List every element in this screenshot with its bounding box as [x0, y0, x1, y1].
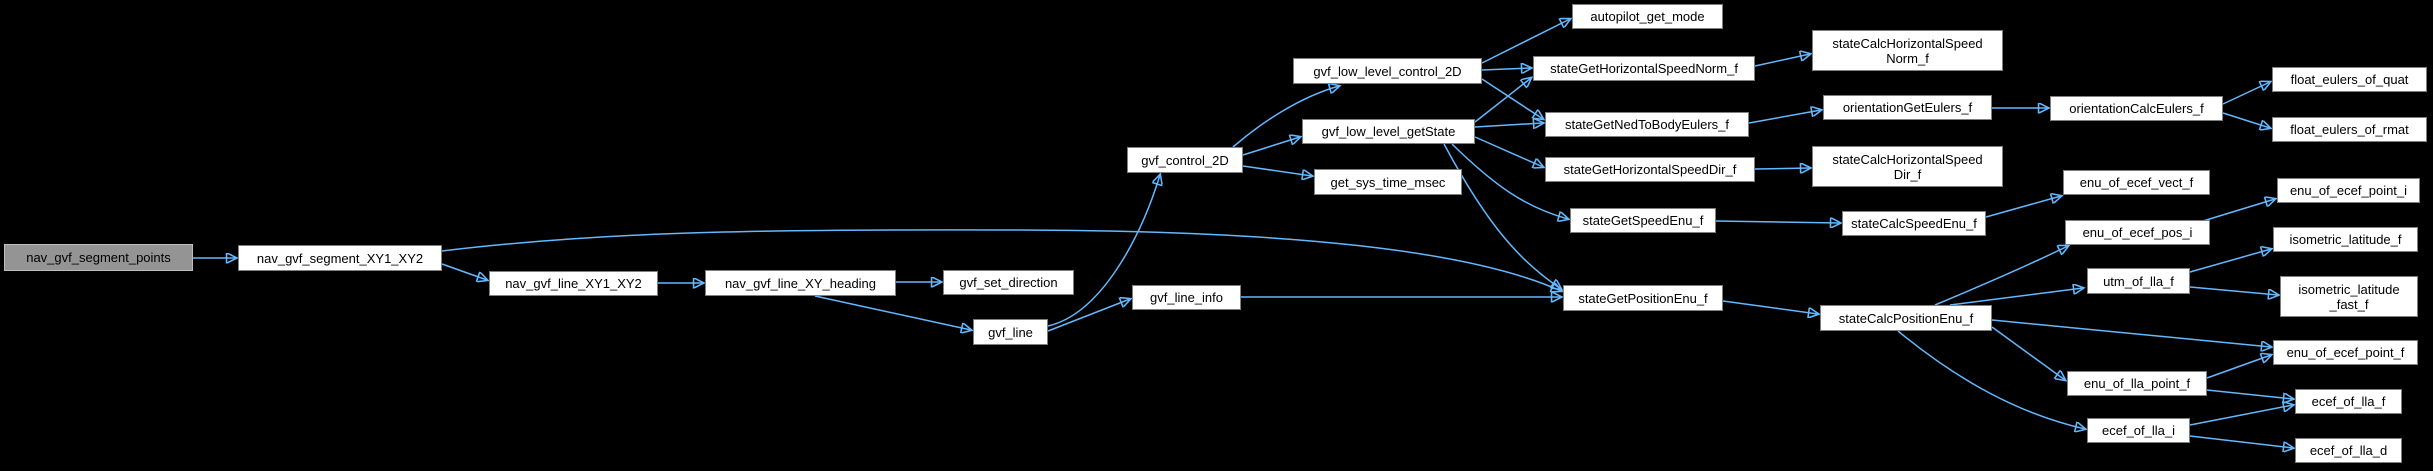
- edge-stateCalcPositionEnu_f-to-ecef_of_lla_i: [1897, 330, 2085, 429]
- edge-stateCalcPositionEnu_f-to-utm_of_lla_f: [1949, 288, 2083, 306]
- node-label-line: Norm_f: [1886, 50, 1929, 66]
- node-nav_gvf_line_XY1_XY2[interactable]: nav_gvf_line_XY1_XY2: [489, 271, 658, 296]
- node-ecef_of_lla_f[interactable]: ecef_of_lla_f: [2295, 389, 2402, 414]
- edge-orientationCalcEulers_f-to-float_eulers_of_quat: [2222, 82, 2270, 105]
- node-label-line: _fast_f: [2329, 296, 2369, 312]
- node-stateGetHorizontalSpeedDir_f[interactable]: stateGetHorizontalSpeedDir_f: [1545, 157, 1755, 182]
- node-gvf_control_2D[interactable]: gvf_control_2D: [1127, 147, 1243, 173]
- node-stateGetSpeedEnu_f[interactable]: stateGetSpeedEnu_f: [1570, 208, 1716, 233]
- node-nav_gvf_line_XY_heading[interactable]: nav_gvf_line_XY_heading: [705, 270, 896, 296]
- node-isometric_latitude_f[interactable]: isometric_latitude_f: [2273, 227, 2418, 252]
- node-nav_gvf_segment_XY1_XY2[interactable]: nav_gvf_segment_XY1_XY2: [238, 245, 442, 271]
- edge-stateCalcSpeedEnu_f-to-enu_of_ecef_vect_f: [1985, 196, 2061, 218]
- node-enu_of_ecef_pos_i[interactable]: enu_of_ecef_pos_i: [2065, 220, 2210, 245]
- edge-nav_gvf_segment_XY1_XY2-to-nav_gvf_line_XY1_XY2: [441, 263, 487, 280]
- edge-gvf_low_level_getState-to-stateGetPositionEnu_f: [1443, 143, 1561, 289]
- node-stateGetNedToBodyEulers_f[interactable]: stateGetNedToBodyEulers_f: [1545, 112, 1749, 137]
- node-gvf_set_direction[interactable]: gvf_set_direction: [943, 270, 1074, 295]
- edge-utm_of_lla_f-to-isometric_latitude_f: [2189, 249, 2271, 273]
- node-float_eulers_of_rmat[interactable]: float_eulers_of_rmat: [2272, 117, 2427, 142]
- edge-ecef_of_lla_i-to-ecef_of_lla_f: [2189, 405, 2293, 426]
- node-enu_of_ecef_point_f[interactable]: enu_of_ecef_point_f: [2273, 340, 2418, 365]
- node-label-line: Dir_f: [1893, 166, 1922, 182]
- edge-stateCalcPositionEnu_f-to-enu_of_ecef_point_f: [1991, 319, 2271, 347]
- edge-enu_of_ecef_pos_i-to-enu_of_ecef_point_i: [2202, 199, 2275, 222]
- node-orientationGetEulers_f[interactable]: orientationGetEulers_f: [1823, 95, 1992, 120]
- node-gvf_low_level_control_2D[interactable]: gvf_low_level_control_2D: [1293, 58, 1482, 84]
- edge-gvf_line-to-gvf_line_info: [1047, 299, 1130, 332]
- edge-stateCalcPositionEnu_f-to-enu_of_ecef_pos_i: [1934, 246, 2068, 306]
- node-isometric_latitude_fast_f[interactable]: isometric_latitude _fast_f: [2280, 276, 2418, 317]
- edge-gvf_control_2D-to-get_sys_time_msec: [1242, 165, 1312, 176]
- edge-ecef_of_lla_i-to-ecef_of_lla_d: [2189, 435, 2293, 448]
- node-ecef_of_lla_d[interactable]: ecef_of_lla_d: [2295, 438, 2402, 463]
- node-nav_gvf_segment_points: nav_gvf_segment_points: [4, 244, 193, 271]
- edge-gvf_low_level_getState-to-stateGetNedToBodyEulers_f: [1474, 123, 1543, 127]
- edge-gvf_low_level_control_2D-to-autopilot_get_mode: [1481, 19, 1570, 64]
- edge-gvf_low_level_control_2D-to-stateGetNedToBodyEulers_f: [1481, 78, 1543, 119]
- node-gvf_line_info[interactable]: gvf_line_info: [1132, 285, 1241, 310]
- node-gvf_low_level_getState[interactable]: gvf_low_level_getState: [1302, 119, 1475, 144]
- node-stateCalcHorizontalSpeedNorm_f[interactable]: stateCalcHorizontalSpeed Norm_f: [1812, 30, 2003, 71]
- edge-gvf_low_level_getState-to-stateGetSpeedEnu_f: [1451, 143, 1568, 219]
- edge-gvf_line-to-gvf_control_2D: [1047, 175, 1160, 327]
- node-stateCalcPositionEnu_f[interactable]: stateCalcPositionEnu_f: [1820, 305, 1992, 331]
- edge-nav_gvf_segment_XY1_XY2-to-stateGetPositionEnu_f: [441, 229, 1561, 291]
- node-autopilot_get_mode[interactable]: autopilot_get_mode: [1572, 4, 1723, 29]
- node-ecef_of_lla_i[interactable]: ecef_of_lla_i: [2087, 418, 2190, 443]
- edge-stateCalcPositionEnu_f-to-enu_of_lla_point_f: [1991, 326, 2065, 380]
- edge-stateGetNedToBodyEulers_f-to-orientationGetEulers_f: [1748, 110, 1821, 124]
- edge-stateGetSpeedEnu_f-to-stateCalcSpeedEnu_f: [1715, 221, 1840, 223]
- node-label-line: isometric_latitude: [2298, 281, 2400, 297]
- edge-stateGetPositionEnu_f-to-stateCalcPositionEnu_f: [1722, 300, 1818, 314]
- edge-nav_gvf_line_XY_heading-to-gvf_line: [814, 295, 971, 330]
- node-enu_of_lla_point_f[interactable]: enu_of_lla_point_f: [2067, 371, 2207, 396]
- node-enu_of_ecef_point_i[interactable]: enu_of_ecef_point_i: [2277, 178, 2420, 203]
- node-enu_of_ecef_vect_f[interactable]: enu_of_ecef_vect_f: [2063, 170, 2210, 195]
- node-label-line: stateCalcHorizontalSpeed: [1832, 151, 1983, 167]
- edge-enu_of_lla_point_f-to-ecef_of_lla_f: [2206, 389, 2293, 399]
- edge-gvf_low_level_control_2D-to-stateGetHorizontalSpeedNorm_f: [1481, 68, 1531, 70]
- node-stateGetPositionEnu_f[interactable]: stateGetPositionEnu_f: [1563, 285, 1723, 311]
- node-stateGetHorizontalSpeedNorm_f[interactable]: stateGetHorizontalSpeedNorm_f: [1533, 56, 1755, 81]
- edge-orientationCalcEulers_f-to-float_eulers_of_rmat: [2222, 112, 2270, 128]
- node-gvf_line[interactable]: gvf_line: [973, 319, 1048, 345]
- edge-stateGetHorizontalSpeedDir_f-to-stateCalcHorizontalSpeedDir_f: [1754, 168, 1810, 169]
- node-stateCalcHorizontalSpeedDir_f[interactable]: stateCalcHorizontalSpeed Dir_f: [1812, 146, 2003, 187]
- edge-gvf_low_level_getState-to-stateGetHorizontalSpeedNorm_f: [1474, 78, 1531, 123]
- edge-gvf_low_level_getState-to-stateGetHorizontalSpeedDir_f: [1474, 136, 1543, 167]
- edge-gvf_control_2D-to-gvf_low_level_control_2D: [1232, 86, 1339, 148]
- node-orientationCalcEulers_f[interactable]: orientationCalcEulers_f: [2050, 96, 2223, 121]
- node-float_eulers_of_quat[interactable]: float_eulers_of_quat: [2272, 67, 2427, 92]
- edge-enu_of_lla_point_f-to-enu_of_ecef_point_f: [2206, 355, 2271, 379]
- node-utm_of_lla_f[interactable]: utm_of_lla_f: [2087, 268, 2190, 294]
- node-get_sys_time_msec[interactable]: get_sys_time_msec: [1314, 169, 1462, 195]
- node-stateCalcSpeedEnu_f[interactable]: stateCalcSpeedEnu_f: [1842, 211, 1986, 236]
- edge-utm_of_lla_f-to-isometric_latitude_fast_f: [2189, 286, 2278, 295]
- edge-stateGetHorizontalSpeedNorm_f-to-stateCalcHorizontalSpeedNorm_f: [1754, 54, 1810, 67]
- node-label-line: stateCalcHorizontalSpeed: [1832, 35, 1983, 51]
- edge-gvf_control_2D-to-gvf_low_level_getState: [1242, 137, 1300, 156]
